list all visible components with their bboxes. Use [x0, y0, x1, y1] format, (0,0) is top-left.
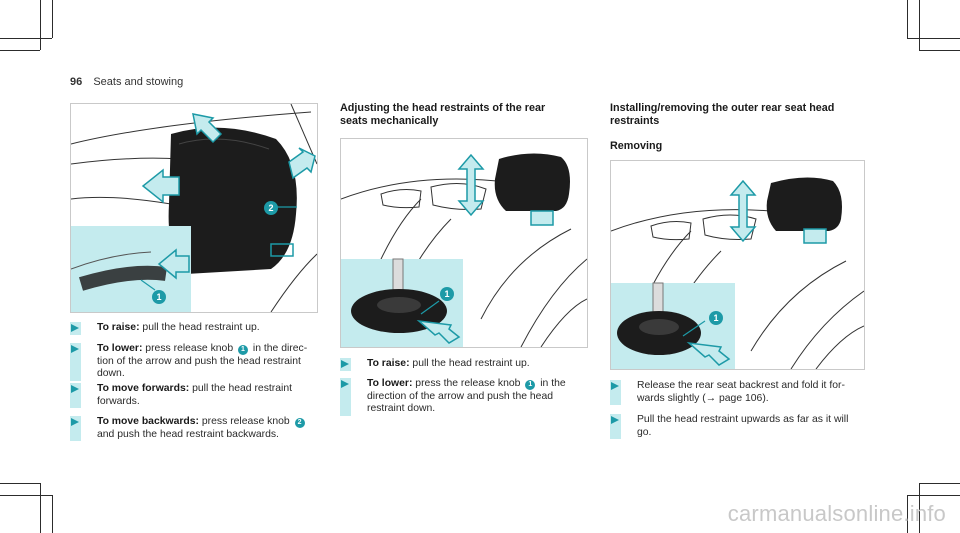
callout-1: 1 [440, 287, 454, 301]
page-header: 96 Seats and stowing [70, 76, 183, 88]
crop-mark [0, 50, 40, 51]
subsection-heading: Removing [610, 140, 663, 152]
bullet-arrow-icon [71, 324, 79, 332]
crop-mark [907, 38, 960, 39]
figure-rear-head-restraint-remove: 1 [610, 160, 865, 370]
crop-mark [907, 495, 908, 533]
step-bar [610, 380, 621, 406]
crop-mark [907, 495, 960, 496]
crop-mark [0, 38, 52, 39]
step-forwards: To move forwards: pull the head restrain… [70, 383, 320, 409]
step-bar [70, 416, 81, 442]
bullet-arrow-icon [611, 382, 619, 390]
step-pull-up: Pull the head restraint upwards as far a… [610, 414, 865, 440]
crop-mark [919, 0, 920, 50]
section-heading: Installing/removing the outer rear seat … [610, 102, 835, 127]
bullet-arrow-icon [341, 380, 349, 388]
crop-mark [40, 0, 41, 50]
section-heading: Adjusting the head restraints of the rea… [340, 102, 546, 127]
knob-badge: 2 [294, 418, 305, 428]
bullet-arrow-icon [611, 416, 619, 424]
step-bar [70, 343, 81, 381]
step-bar [610, 414, 621, 440]
crop-mark [0, 495, 52, 496]
step-backwards: To move backwards: press release knob 2 … [70, 416, 320, 442]
bullet-arrow-icon [71, 385, 79, 393]
crop-mark [40, 483, 41, 533]
step-bar [340, 378, 351, 416]
figure-rear-head-restraint-adjust: 1 [340, 138, 588, 348]
step-bar [70, 383, 81, 409]
bullet-arrow-icon [341, 360, 349, 368]
crop-mark [919, 483, 920, 533]
crop-mark [52, 495, 53, 533]
callout-1: 1 [709, 311, 723, 325]
crop-mark [919, 483, 960, 484]
section-title: Seats and stowing [93, 76, 184, 88]
step-release-backrest: Release the rear seat backrest and fold … [610, 380, 865, 406]
step-raise: To raise: pull the head restraint up. [70, 322, 320, 335]
crop-mark [907, 0, 908, 38]
bullet-arrow-icon [71, 418, 79, 426]
crop-mark [919, 50, 960, 51]
callout-1: 1 [152, 290, 166, 304]
bullet-arrow-icon [71, 345, 79, 353]
figure-head-restraint-front: 2 1 [70, 103, 318, 313]
watermark: carmanualsonline.info [727, 501, 946, 526]
step-raise-rear: To raise: pull the head restraint up. [340, 358, 585, 371]
step-lower: To lower: press release knob 1 in the di… [70, 343, 320, 381]
page-number: 96 [70, 76, 83, 88]
crop-mark [52, 0, 53, 38]
crop-mark [0, 483, 40, 484]
callout-2: 2 [264, 201, 278, 215]
knob-badge: 1 [525, 380, 536, 390]
knob-badge: 1 [238, 345, 248, 355]
step-lower-rear: To lower: press the release knob 1 in th… [340, 378, 585, 416]
